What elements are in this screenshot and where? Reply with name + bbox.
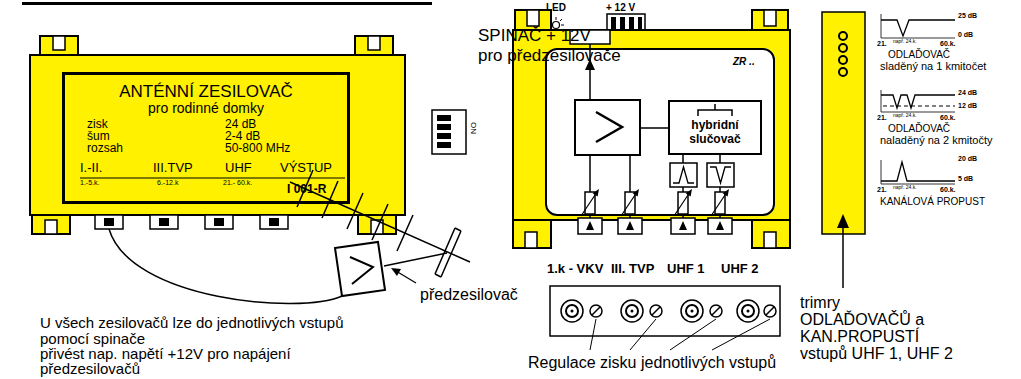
note-text: přivést nap. napětí +12V pro napájení (40, 345, 291, 362)
channel-note: např. 24.k. (893, 39, 917, 45)
switch-marking: ON (469, 122, 478, 134)
notch-symbol (710, 167, 731, 183)
trimmer-caption: vstupů UHF 1, UHF 2 (800, 345, 953, 363)
note-text: předzesilovačů (40, 360, 140, 377)
amplifier-symbol (596, 112, 622, 142)
combiner-symbol (698, 104, 732, 116)
level-value: 12 dB (958, 102, 977, 110)
panel-rule (80, 178, 345, 179)
port-label: III.TVP (153, 161, 193, 176)
model-code: I 001-R (287, 183, 326, 197)
indicator-label: + 12 V (606, 2, 635, 14)
channel-value: 21. (877, 186, 887, 194)
switch-caption: SPINAČ + 12V (478, 26, 591, 46)
trimmer-slot (592, 307, 774, 315)
dip-switch (432, 110, 466, 154)
channel-range: 6.-12.k (157, 179, 178, 187)
combiner-box: hybridní slučovač (668, 100, 762, 155)
preamplifier-box (335, 242, 385, 296)
port-label: I.-II. (80, 161, 102, 176)
leader-line (590, 319, 770, 350)
amplifier-symbol (350, 257, 373, 284)
arrow-head (391, 268, 401, 276)
connector-panel (550, 286, 780, 336)
channel-note: např. 24.k. (893, 113, 917, 119)
level-value: 0 dB (958, 31, 973, 39)
block-name: hybridní slučovač (674, 119, 756, 147)
input-label: UHF 2 (721, 262, 759, 277)
arrow-head (593, 189, 729, 197)
channel-value: 60.k. (940, 40, 956, 48)
bandpass-curve (881, 162, 955, 181)
graph-caption: naladěný na 2 kmitočty (880, 134, 993, 147)
panel-caption: Regulace zisku jednotlivých vstupů (528, 354, 776, 372)
trimmer-caption: ODLAĎOVAČŮ a (800, 311, 924, 329)
level-value: 20 dB (958, 155, 977, 163)
graph-axis (881, 14, 955, 184)
graph-caption: ODLAĎOVAČ (888, 123, 950, 135)
leader-line (396, 271, 416, 283)
circuit-region: ZR .. hybridní slučovač (545, 48, 775, 216)
leader-line (842, 226, 844, 288)
product-title: ANTÉNNÍ ZESILOVAČ (65, 82, 347, 102)
note-text: pomocí spinače (40, 330, 145, 347)
switch-lever (437, 115, 451, 148)
attenuator-symbol (585, 192, 725, 214)
input-label: 1.k - VKV (547, 262, 603, 277)
trimmer (839, 32, 847, 76)
connector-pin (104, 218, 279, 226)
channel-note: např. 24.k. (893, 185, 917, 191)
input-label: III. TVP (611, 262, 654, 277)
trimmer-caption: KAN.PROPUSTÍ (800, 328, 919, 346)
model-code: ZR .. (733, 56, 755, 68)
variable-arrow (581, 192, 727, 216)
switch-lever (611, 17, 642, 29)
level-value: 5 dB (958, 175, 973, 183)
level-line (883, 106, 955, 107)
amplifier-box (575, 100, 640, 155)
level-value: 25 dB (958, 12, 977, 20)
channel-value: 21. (877, 114, 887, 122)
part-name: předzesilovač (420, 286, 518, 304)
switch-caption: pro předzesilovače (478, 46, 621, 66)
trimmer (590, 305, 776, 317)
cable (109, 229, 342, 304)
spec-value: 50-800 MHz (225, 142, 290, 156)
trimmer-caption: trimry (800, 294, 840, 312)
label-panel: ANTÉNNÍ ZESILOVAČpro rodinné domkyzisk24… (62, 72, 350, 204)
filter-strip (822, 12, 865, 234)
indicator-label: LED (546, 2, 566, 14)
channel-range: 21.- 60.k. (223, 179, 252, 187)
spec-name: rozsah (87, 142, 123, 156)
channel-range: 1.-5.k. (80, 179, 99, 187)
channel-value: 21. (877, 40, 887, 48)
port-label: VÝSTUP (280, 161, 332, 176)
graph-caption: sladěný na 1 kmitočet (880, 60, 986, 73)
graph-caption: ODLAĎOVAČ (888, 49, 950, 61)
combiner-fill (668, 100, 762, 155)
port-label: UHF (225, 161, 252, 176)
note-text: U všech zesilovačů lze do jednotlivých v… (40, 314, 344, 331)
double-notch-curve (881, 95, 955, 108)
rule-line (22, 2, 432, 5)
mounting-ear (513, 10, 790, 248)
ear-slot (45, 36, 383, 234)
level-value: 24 dB (958, 89, 977, 97)
channel-value: 60.k. (940, 114, 956, 122)
product-subtitle: pro rodinné domky (65, 100, 347, 116)
channel-value: 60.k. (940, 186, 956, 194)
filter-box (670, 163, 734, 187)
inner-region-fill (545, 48, 775, 216)
input-label: UHF 1 (667, 262, 705, 277)
notch-curve (881, 20, 955, 36)
arrow-head (586, 221, 724, 230)
graph-caption: KANÁLOVÁ PROPUST (880, 196, 985, 208)
input-connector (578, 218, 732, 234)
connector (95, 215, 288, 229)
bandpass-symbol (673, 167, 694, 183)
ear-slot (525, 10, 776, 248)
arrow-head (837, 214, 849, 228)
amplifier-housing (30, 55, 405, 215)
